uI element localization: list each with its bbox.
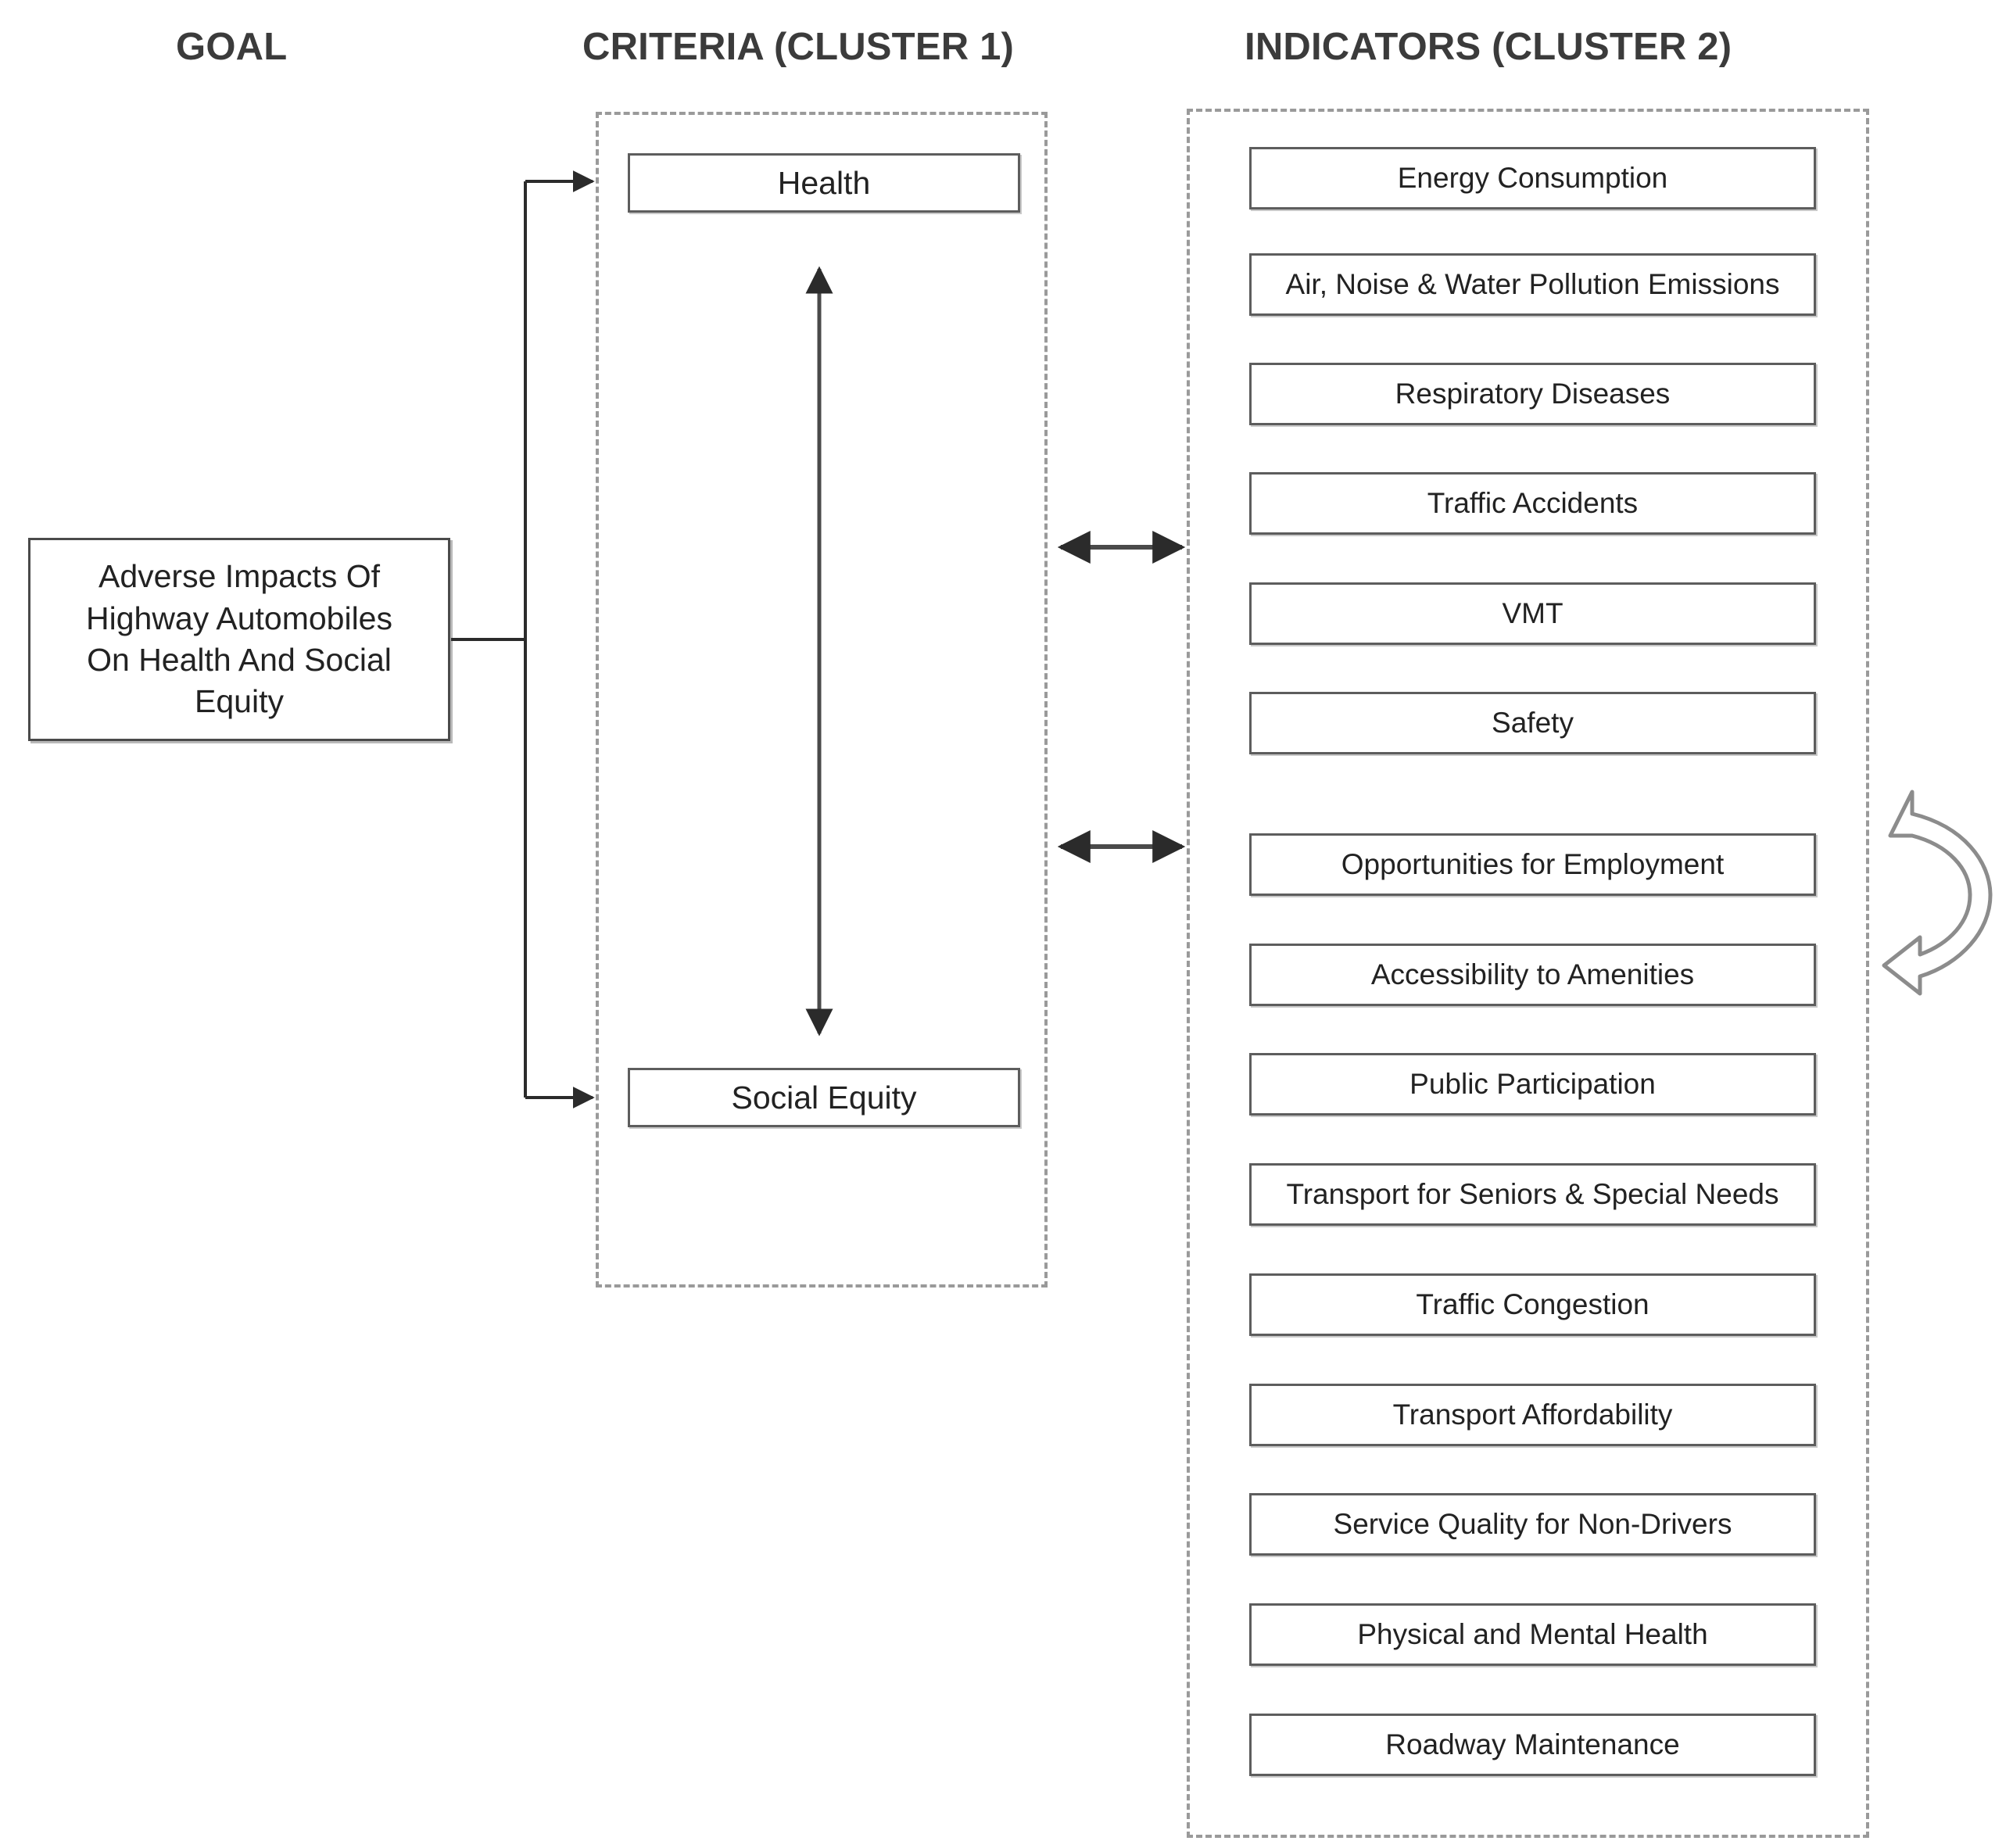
indicator-node-transport-affordability[interactable]: Transport Affordability [1249, 1384, 1816, 1446]
indicators-cluster-boundary [1187, 109, 1869, 1838]
column-header-goal: GOAL [176, 26, 288, 68]
column-header-indicators: INDICATORS (CLUSTER 2) [1245, 26, 1732, 68]
indicator-node-physical-and-mental-health[interactable]: Physical and Mental Health [1249, 1603, 1816, 1666]
indicator-node-energy-consumption[interactable]: Energy Consumption [1249, 147, 1816, 210]
indicator-node-transport-for-seniors-and-special-needs[interactable]: Transport for Seniors & Special Needs [1249, 1163, 1816, 1226]
column-header-criteria: CRITERIA (CLUSTER 1) [582, 26, 1015, 68]
goal-line-3: On Health And Social [87, 642, 392, 678]
indicator-node-air-noise-water-pollution-emissions[interactable]: Air, Noise & Water Pollution Emissions [1249, 253, 1816, 316]
goal-node[interactable]: Adverse Impacts Of Highway Automobiles O… [28, 538, 450, 741]
indicator-node-roadway-maintenance[interactable]: Roadway Maintenance [1249, 1714, 1816, 1776]
goal-line-4: Equity [195, 683, 284, 720]
feedback-loop-curved-arrow [1882, 790, 1993, 996]
indicator-node-traffic-congestion[interactable]: Traffic Congestion [1249, 1273, 1816, 1336]
indicator-node-public-participation[interactable]: Public Participation [1249, 1053, 1816, 1116]
indicator-node-respiratory-diseases[interactable]: Respiratory Diseases [1249, 363, 1816, 425]
goal-line-1: Adverse Impacts Of [98, 558, 380, 595]
criteria-node-health[interactable]: Health [628, 153, 1020, 213]
criteria-cluster-boundary [596, 112, 1048, 1288]
indicator-node-safety[interactable]: Safety [1249, 692, 1816, 754]
goal-to-criteria-connector [451, 170, 595, 1108]
criteria-node-social-equity[interactable]: Social Equity [628, 1068, 1020, 1127]
indicator-node-opportunities-for-employment[interactable]: Opportunities for Employment [1249, 833, 1816, 896]
indicator-node-traffic-accidents[interactable]: Traffic Accidents [1249, 472, 1816, 535]
goal-line-2: Highway Automobiles [86, 600, 392, 636]
indicator-node-accessibility-to-amenities[interactable]: Accessibility to Amenities [1249, 944, 1816, 1006]
indicator-node-vmt[interactable]: VMT [1249, 582, 1816, 645]
indicator-node-service-quality-for-non-drivers[interactable]: Service Quality for Non-Drivers [1249, 1493, 1816, 1556]
